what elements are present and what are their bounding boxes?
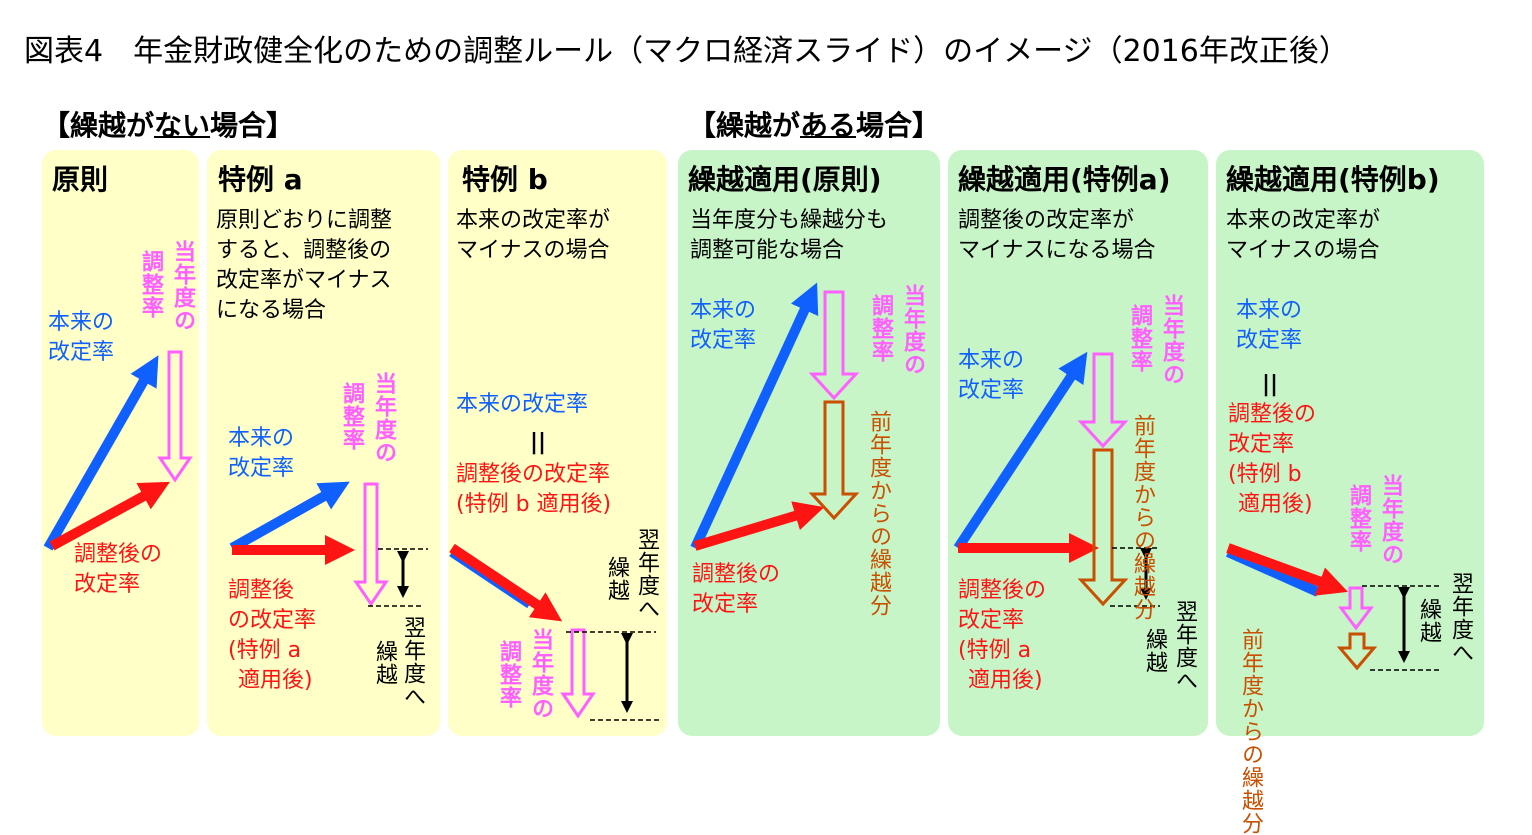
adjusted-rate-label: 調整後の 改定率 [692, 562, 781, 617]
panel-description: 原則どおりに調整 すると、調整後の 改定率がマイナス になる場合 [216, 208, 393, 323]
carry-next-label: 翌年度へ [400, 616, 425, 708]
prev-carry-label: 前年度からの繰越分 [866, 410, 891, 617]
adjust-ratio-label: 調整率 [138, 250, 163, 319]
prev-carry-label: 前年度からの繰越分 [1236, 628, 1264, 835]
current-year-label: 当年度の [371, 372, 396, 464]
carry-next-label: 翌年度へ [1172, 600, 1197, 692]
carry-word-label: 繰越 [604, 556, 629, 602]
adjust-ratio-label: 調整率 [1127, 304, 1152, 373]
carry-word-label: 繰越 [372, 640, 397, 686]
panel-description: 本来の改定率が マイナスの場合 [1226, 208, 1381, 263]
panel-description: 本来の改定率が マイナスの場合 [456, 208, 611, 263]
current-year-label: 当年度の [1378, 474, 1403, 566]
original-rate-label: 本来の 改定率 [690, 298, 757, 353]
adjust-ratio-label: 調整率 [496, 640, 521, 709]
adjust-ratio-label: 調整率 [339, 382, 364, 451]
section-header-no-carry: 【繰越がない場合】 [42, 109, 295, 142]
original-rate-label: 本来の 改定率 [228, 426, 295, 481]
panel-title: 繰越適用(特例b) [1226, 163, 1440, 196]
carry-word-label: 繰越 [1142, 628, 1167, 674]
equals-mark: || [530, 430, 547, 455]
adjusted-rate-label: 調整後 の改定率 (特例 a 適用後) [228, 578, 317, 693]
equals-mark: || [1262, 372, 1279, 397]
panel-title: 繰越適用(特例a) [958, 163, 1171, 196]
carry-word-label: 繰越 [1416, 598, 1441, 644]
adjust-ratio-label: 調整率 [1346, 484, 1371, 553]
adjust-ratio-label: 調整率 [868, 294, 893, 363]
adjusted-rate-label: 調整後の改定率 (特例 b 適用後) [456, 462, 612, 517]
panel-principle [42, 150, 199, 736]
panel-title: 特例 b [462, 163, 548, 196]
current-year-label: 当年度の [900, 284, 925, 376]
panel-description: 調整後の改定率が マイナスになる場合 [958, 208, 1156, 263]
panel-description: 当年度分も繰越分も 調整可能な場合 [690, 208, 889, 263]
original-rate-label: 本来の改定率 [456, 392, 589, 417]
panel-title: 繰越適用(原則) [688, 163, 882, 196]
original-rate-label: 本来の 改定率 [48, 310, 115, 365]
original-rate-label: 本来の 改定率 [1236, 298, 1303, 353]
current-year-label: 当年度の [528, 628, 553, 720]
original-rate-label: 本来の 改定率 [958, 348, 1025, 403]
adjusted-rate-label: 調整後の 改定率 [74, 542, 163, 597]
current-year-label: 当年度の [1159, 294, 1184, 386]
adjusted-rate-label: 調整後の 改定率 (特例 b 適用後) [1228, 402, 1317, 517]
section-header-carry: 【繰越がある場合】 [688, 109, 941, 142]
panel-title: 特例 a [218, 163, 303, 196]
panel-title: 原則 [52, 163, 109, 196]
figure-title: 図表4 年金財政健全化のための調整ルール（マクロ経済スライド）のイメージ（201… [24, 34, 1349, 69]
carry-next-label: 翌年度へ [634, 528, 659, 620]
panel-exception-a [207, 150, 440, 736]
prev-carry-label: 前年度からの繰越分 [1130, 414, 1155, 621]
current-year-label: 当年度の [170, 240, 195, 332]
adjusted-rate-label: 調整後の 改定率 (特例 a 適用後) [958, 578, 1047, 693]
carry-next-label: 翌年度へ [1448, 572, 1473, 664]
